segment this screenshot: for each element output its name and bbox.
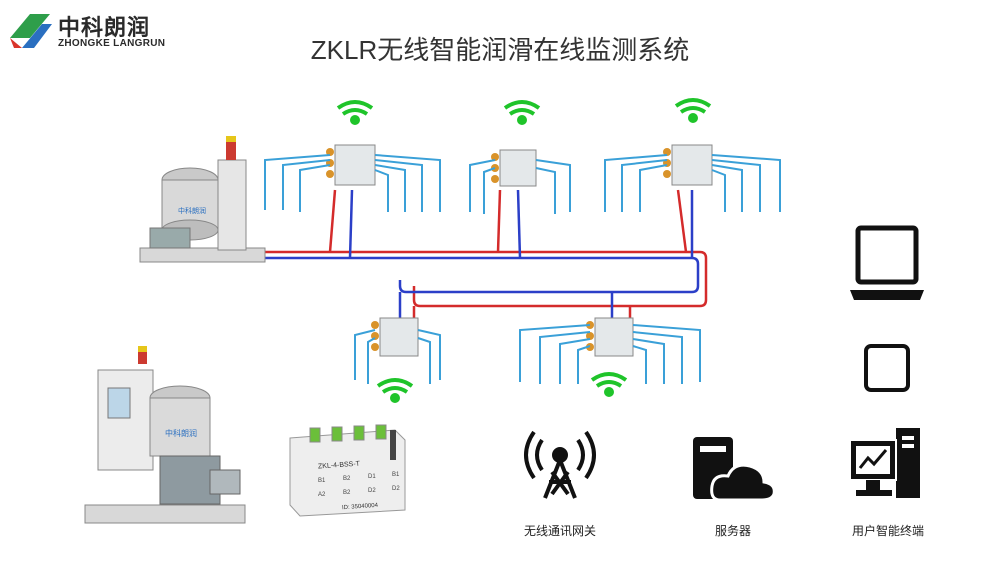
company-logo-icon bbox=[10, 14, 52, 48]
device-port-label: B2 bbox=[343, 476, 351, 482]
device-port-label: B1 bbox=[392, 472, 400, 478]
lubrication-pump-station-top: 中科朗润 bbox=[139, 136, 266, 263]
desktop-computer-icon bbox=[849, 428, 920, 498]
server-cloud-icon bbox=[693, 437, 776, 502]
main-supply-line bbox=[260, 189, 708, 320]
smart-distributor-device bbox=[289, 424, 406, 517]
device-port-label: B1 bbox=[318, 478, 326, 484]
laptop-icon bbox=[850, 225, 924, 300]
svg-text:中科朗润: 中科朗润 bbox=[178, 206, 206, 215]
distributor-node-2 bbox=[491, 149, 537, 187]
wifi-icon bbox=[336, 98, 712, 403]
terminal-caption: 用户智能终端 bbox=[851, 524, 924, 538]
lubrication-pump-station-bottom: 中科朗润 bbox=[84, 346, 246, 524]
svg-text:中科朗润: 中科朗润 bbox=[165, 428, 197, 438]
device-port-label: A2 bbox=[318, 492, 326, 498]
company-name-en: ZHONGKE LANGRUN bbox=[58, 38, 166, 49]
company-name-cn: 中科朗润 bbox=[58, 15, 151, 40]
tablet-icon bbox=[864, 344, 910, 392]
distributor-node-1 bbox=[326, 144, 376, 186]
distributor-node-3 bbox=[663, 144, 713, 186]
server-caption: 服务器 bbox=[714, 524, 751, 538]
branch-pipes bbox=[264, 154, 781, 384]
page-title: ZKLR无线智能润滑在线监测系统 bbox=[310, 35, 690, 65]
device-port-label: D1 bbox=[368, 474, 376, 480]
gateway-caption: 无线通讯网关 bbox=[523, 524, 596, 538]
distributor-node-4 bbox=[371, 317, 419, 357]
distributor-node-5 bbox=[586, 317, 634, 357]
gateway-tower-icon bbox=[524, 430, 596, 499]
device-port-label: D2 bbox=[368, 488, 376, 494]
device-port-label: D2 bbox=[392, 486, 400, 492]
device-port-label: B2 bbox=[343, 490, 351, 496]
